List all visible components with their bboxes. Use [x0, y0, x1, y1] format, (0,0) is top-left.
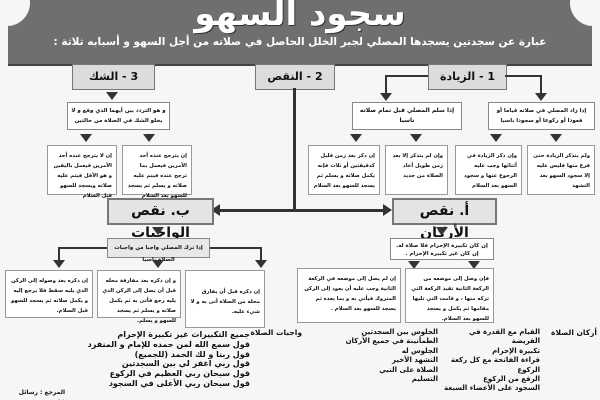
connector: [58, 247, 60, 261]
pillars-list-col1: القيام مع القدرة في الفريضة تكبيرة الإحر…: [440, 328, 540, 394]
addition-action-case: إذا زاد المصلي في صلاته قياما أو قعودا أ…: [488, 102, 595, 130]
pillar-item: الرفع من الركوع: [483, 375, 540, 384]
addition-salam-case: إذا سلم المصلي قبل تمام صلاته ناسيا: [352, 102, 462, 130]
connector: [540, 75, 542, 95]
pillar-item: الجلوس بين السجدتين: [361, 328, 438, 336]
pillar-item: التسليم: [411, 375, 438, 384]
pillar-item: القيام مع القدرة في الفريضة: [468, 328, 540, 346]
pillar-item: السجود على الأعضاء السبعة: [444, 384, 540, 393]
pillar-item: قراءة الفاتحة مع كل ركعة: [450, 356, 540, 365]
arrow-down-icon: [53, 260, 65, 268]
arrow-right-icon: [383, 204, 392, 216]
arrow-down-icon: [550, 134, 562, 142]
obligation-item: قول سبحان ربي الأعلى في السجود: [108, 378, 250, 388]
arrow-down-icon: [143, 134, 155, 142]
page-title: سجود السهو: [194, 0, 406, 34]
addition-leaf: إن ذكر بعد زمن قليل كدقيقتين أو ثلاث فإن…: [308, 145, 380, 195]
connector: [260, 247, 262, 261]
arrow-down-icon: [380, 93, 392, 101]
pillar-item: الطمأنينة في جميع الأركان: [345, 337, 438, 346]
obligation-item: جميع التكبيرات غير تكبيرة الإحرام: [117, 330, 250, 339]
addition-leaf: وإن ذكر الزيادة في أثنائها وجب عليه الرج…: [455, 145, 522, 195]
pillar-item: الركوع: [517, 365, 540, 374]
pillar-item: الصلاة على النبي: [379, 365, 438, 374]
pillars-list-label: أركان الصلاة: [551, 328, 597, 337]
obligation-item: قول سبحان ربي العظيم في الركوع: [109, 369, 250, 379]
doubt-leaf: إن يترجح عنده أحد الأمرين فيعمل بما ترجح…: [122, 145, 192, 199]
arrow-down-icon: [350, 134, 362, 142]
connector: [293, 88, 296, 210]
arrow-down-icon: [410, 134, 422, 142]
arrow-down-icon: [80, 134, 92, 142]
arrow-down-icon: [152, 227, 164, 235]
obligations-leaf: و إن ذكره بعد مفارقة محله قبل أن يصل إلى…: [97, 270, 181, 324]
doubt-definition: و هو التردد بين أيهما الذي وقع و لا يخلو…: [67, 102, 170, 130]
pillar-item: التشهد الأخير: [392, 356, 438, 365]
connector: [58, 247, 107, 249]
pillars-list-col2: الجلوس بين السجدتين الطمأنينة في جميع ال…: [335, 328, 438, 384]
arrow-down-icon: [255, 260, 267, 268]
connector: [505, 75, 542, 77]
obligation-item: قول ربنا و لك الحمد (للجميع): [134, 349, 250, 359]
arrow-left-icon: [211, 204, 220, 216]
pillar-item: تكبيرة الإحرام: [492, 346, 540, 355]
cause-deficiency: 2 - النقص: [255, 64, 335, 90]
reference: المرجع : رسائل فقهية: [18, 389, 65, 400]
pillars-case: إن كان تكبيرة الإحرام فلا صلاة له. إن كا…: [390, 238, 494, 260]
obligations-list-label: واجبات الصلاة: [250, 328, 302, 337]
arrow-down-icon: [535, 93, 547, 101]
obligation-item: قول سمع الله لمن حمده للإمام و المنفرد: [87, 339, 250, 349]
pillar-item: الجلوس له: [401, 346, 438, 355]
pillars-leaf: إن لم يصل إلى موضعه في الركعة الثانية وج…: [297, 268, 401, 323]
addition-leaf: وإن لم يتذكر إلا بعد زمن طويل أعاد الصلا…: [385, 145, 448, 195]
connector: [210, 247, 262, 249]
obligations-leaf: إن ذكره قبل أن يفارق محله من الصلاة أتى …: [185, 270, 265, 328]
obligations-case: إذا ترك المصلي واجبا من واجبات الصلاة نا…: [107, 238, 210, 263]
obligations-leaf: إن ذكره بعد وصوله إلى الركن الذي يليه سق…: [5, 270, 93, 318]
connector: [385, 75, 387, 95]
cause-doubt: 3 - الشك: [72, 64, 155, 90]
arrow-down-icon: [468, 261, 480, 269]
obligations-title: ب. نقص الواجبات: [107, 198, 214, 241]
pillars-leaf: فإن وصل إلى موضعه من الركعة الثانية تقيد…: [405, 268, 494, 323]
obligation-item: قول ربي اغفر لي بين السجدتين: [121, 359, 250, 369]
addition-leaf: ولم يتذكر الزيادة حتى فرغ منها فليس عليه…: [527, 145, 595, 195]
arrow-down-icon: [106, 92, 118, 100]
arrow-down-icon: [408, 261, 420, 269]
connector: [220, 209, 385, 212]
doubt-leaf: إن لا يترجح عنده أحد الأمرين فيعمل باليق…: [47, 145, 117, 199]
obligations-list: جميع التكبيرات غير تكبيرة الإحرام قول سم…: [87, 330, 250, 389]
arrow-down-icon: [490, 134, 502, 142]
arrow-down-icon: [152, 260, 164, 268]
connector: [385, 75, 428, 77]
arrow-down-icon: [436, 227, 448, 235]
pillars-title: أ. نقص الأركان: [392, 198, 497, 241]
cause-addition: 1 - الزيادة: [428, 64, 507, 90]
definition: عبارة عن سجدتين يسجدها المصلي لجبر الخلل…: [53, 36, 547, 48]
